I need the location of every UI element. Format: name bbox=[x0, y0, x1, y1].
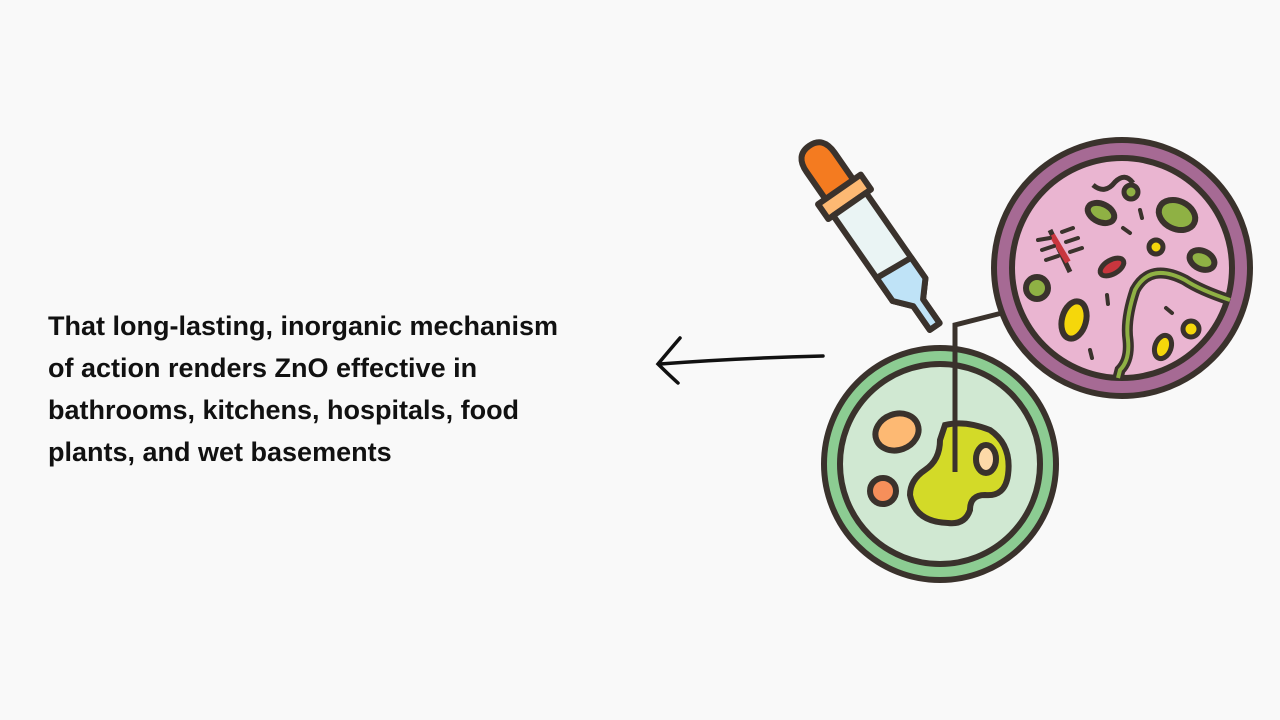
dropper-icon bbox=[798, 139, 943, 333]
magnified-bacteria-icon bbox=[991, 137, 1253, 399]
caption-line: plants, and wet basements bbox=[48, 437, 392, 467]
caption-line: bathrooms, kitchens, hospitals, food bbox=[48, 395, 520, 425]
connector-line bbox=[952, 310, 1003, 472]
caption-text: That long-lasting, inorganic mechanism o… bbox=[48, 305, 648, 473]
caption-line: of action renders ZnO effective in bbox=[48, 353, 478, 383]
caption-line: That long-lasting, inorganic mechanism bbox=[48, 311, 559, 341]
petri-dish-icon bbox=[821, 345, 1059, 583]
arrow-left-icon bbox=[655, 336, 825, 385]
